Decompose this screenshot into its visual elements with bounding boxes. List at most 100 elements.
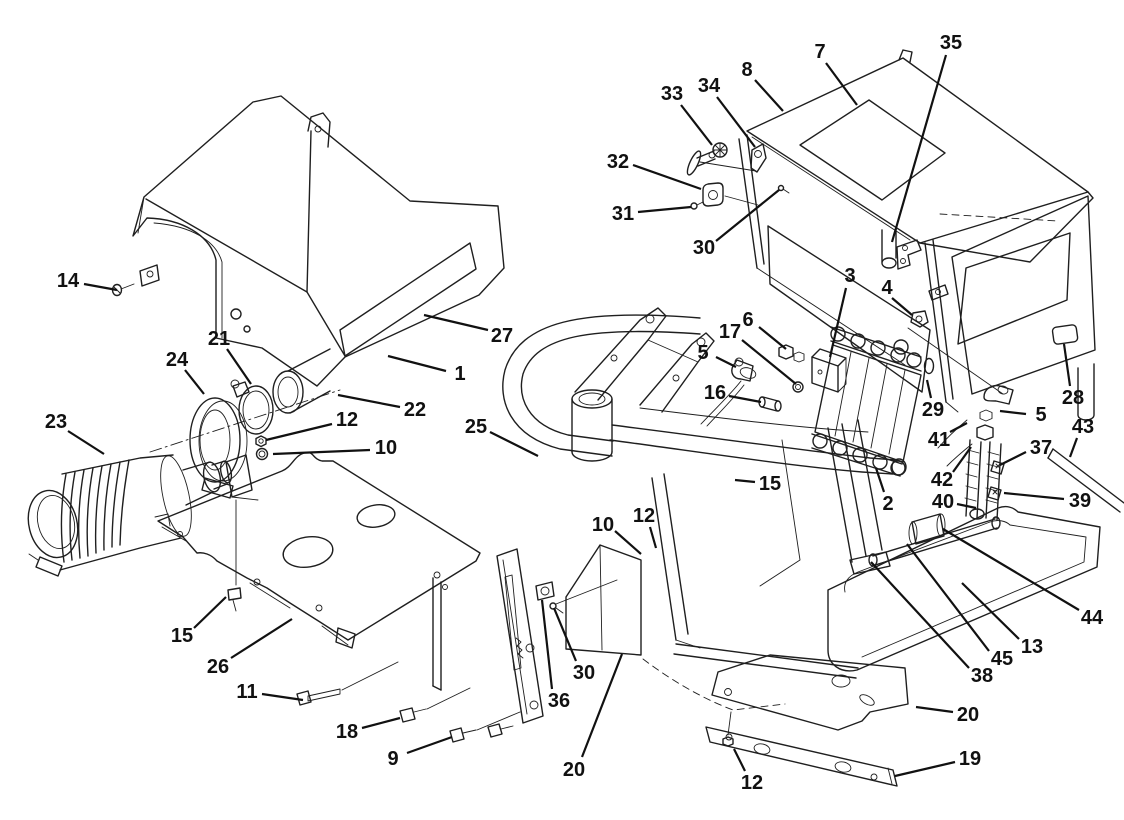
callout-leader-7	[825, 62, 858, 106]
callout-label-41: 41	[928, 429, 950, 451]
callout-label-6: 6	[742, 309, 753, 331]
callout-label-19: 19	[959, 748, 981, 770]
callout-leader-16	[728, 394, 762, 404]
callout-leader-35	[890, 54, 948, 243]
callout-label-18: 18	[336, 721, 358, 743]
callout-label-5-1: 5	[697, 342, 708, 364]
hinge-channel-art	[496, 544, 786, 724]
callout-leader-6	[758, 326, 787, 350]
callout-leader-12-3	[733, 748, 746, 772]
callout-leader-39	[1003, 491, 1065, 501]
callout-label-11: 11	[236, 681, 257, 703]
callout-label-20-1: 20	[563, 759, 585, 781]
bolts-art	[296, 661, 521, 743]
callout-label-36: 36	[548, 690, 570, 712]
cooler-art	[700, 309, 1004, 477]
callout-leader-42	[952, 446, 972, 473]
callout-leader-26	[230, 618, 293, 659]
callout-label-45: 45	[991, 648, 1013, 670]
callout-leader-1	[387, 354, 447, 373]
callout-label-29: 29	[922, 399, 944, 421]
callout-label-35: 35	[940, 32, 962, 54]
callout-label-12-1: 12	[336, 409, 358, 431]
callout-leader-23	[67, 430, 105, 455]
callout-label-4: 4	[881, 277, 893, 299]
callout-label-1: 1	[454, 363, 465, 385]
callout-leader-2	[874, 467, 886, 493]
callout-label-40: 40	[932, 491, 954, 513]
callout-leader-34	[716, 96, 756, 148]
callout-label-20-2: 20	[957, 704, 979, 726]
callout-leader-28	[1062, 343, 1072, 387]
callout-leader-24	[184, 369, 205, 395]
callout-label-37: 37	[1030, 437, 1052, 459]
callout-leader-30-1	[715, 189, 780, 242]
callout-label-5-2: 5	[1035, 404, 1046, 426]
callout-label-32: 32	[607, 151, 629, 173]
callout-label-15-1: 15	[171, 625, 193, 647]
callout-leader-22	[337, 393, 401, 409]
callout-leader-10-2	[614, 530, 642, 555]
callout-leader-13	[961, 582, 1020, 640]
callout-label-3: 3	[844, 265, 855, 287]
callout-leader-4	[891, 297, 913, 316]
callout-label-30-2: 30	[573, 662, 595, 684]
callout-label-39: 39	[1069, 490, 1091, 512]
hood-art	[132, 95, 505, 387]
callout-leader-31	[637, 205, 692, 214]
callout-label-7: 7	[814, 41, 825, 63]
callout-label-34: 34	[698, 75, 721, 97]
callout-label-43: 43	[1072, 416, 1094, 438]
callout-label-30-1: 30	[693, 237, 715, 259]
callout-label-44: 44	[1081, 607, 1104, 629]
callout-leader-41	[949, 422, 968, 433]
callout-leader-21	[226, 348, 252, 385]
callout-leader-8	[754, 79, 784, 112]
callout-label-28: 28	[1062, 387, 1084, 409]
callout-label-25: 25	[465, 416, 487, 438]
latch-art	[686, 142, 790, 210]
callout-label-17: 17	[719, 321, 741, 343]
callout-leader-36	[540, 599, 554, 690]
callout-leader-43	[1068, 437, 1079, 458]
callout-leader-9	[406, 735, 453, 755]
callout-label-31: 31	[612, 203, 634, 225]
cab-art	[738, 49, 1096, 421]
callout-leader-17	[741, 339, 797, 385]
callout-leader-18	[361, 716, 401, 730]
callout-leader-44	[942, 528, 1080, 611]
callout-label-23: 23	[45, 411, 67, 433]
callout-leader-12-1	[265, 422, 333, 442]
callout-label-22: 22	[404, 399, 426, 421]
callout-leader-45	[906, 543, 990, 652]
callout-label-38: 38	[971, 665, 993, 687]
callout-leader-11	[261, 692, 304, 702]
callout-leader-29	[925, 379, 933, 399]
callout-leader-37	[999, 451, 1027, 466]
callout-leader-10-1	[272, 448, 371, 456]
callout-leader-38	[870, 561, 970, 669]
line-art	[27, 49, 1124, 787]
air-cleaner-art	[27, 454, 233, 577]
callout-leader-33	[680, 104, 713, 146]
floor-plate-art	[154, 451, 481, 691]
callout-label-33: 33	[661, 83, 683, 105]
callout-label-42: 42	[931, 469, 953, 491]
callout-leader-27	[423, 313, 489, 332]
callout-leader-19	[894, 760, 956, 778]
callout-label-13: 13	[1021, 636, 1043, 658]
callout-label-16: 16	[704, 382, 726, 404]
callout-label-10-1: 10	[375, 437, 397, 459]
callout-label-10-2: 10	[592, 514, 614, 536]
callout-leader-20-2	[915, 705, 954, 714]
callout-leader-15-1	[193, 596, 227, 629]
callout-label-15-2: 15	[759, 473, 781, 495]
callout-leader-32	[632, 163, 702, 191]
adapter-clamp-tube-art	[149, 348, 341, 586]
callout-label-12-2: 12	[633, 505, 655, 527]
callout-label-2: 2	[882, 493, 893, 515]
callout-label-24: 24	[166, 349, 189, 371]
